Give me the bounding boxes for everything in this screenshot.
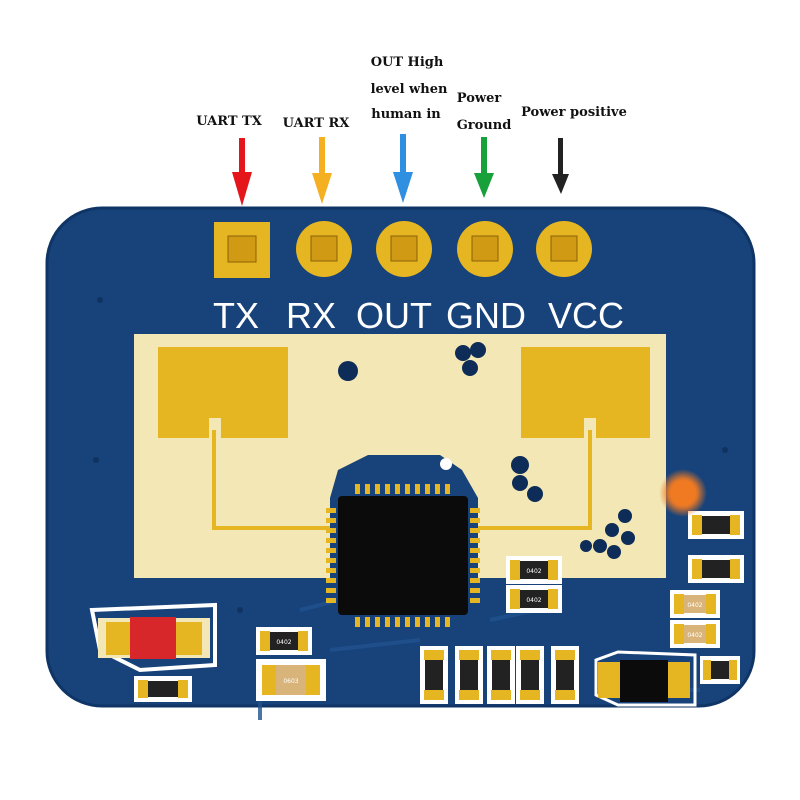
- annotation-gnd-line1: Power: [457, 91, 502, 106]
- resistor-r5: [688, 511, 744, 539]
- resistor-r3: 0402: [506, 585, 562, 613]
- antenna-patch-left: [158, 347, 288, 438]
- silk-tx: TX: [213, 295, 259, 336]
- annotation-vcc: Power positive: [521, 105, 627, 120]
- down-arrow-icon: [474, 137, 494, 198]
- capacitor-c2: 0402: [670, 590, 720, 618]
- annotation-out-line3: human in: [371, 107, 441, 122]
- pin-arrows: [232, 134, 569, 206]
- r5-marking: 0402: [687, 602, 702, 609]
- pin-gnd: [457, 221, 513, 277]
- r1-marking: 0402: [276, 639, 291, 646]
- r6-marking: 0402: [687, 632, 702, 639]
- silk-rx: RX: [286, 295, 336, 336]
- down-arrow-icon: [552, 138, 569, 194]
- resistor-v4: [516, 646, 544, 704]
- c1-marking: 0603: [283, 678, 298, 685]
- led-red: [130, 617, 176, 659]
- r3-marking: 0402: [526, 597, 541, 604]
- ic-chip-icon: [326, 484, 480, 627]
- resistor-r1: 0402: [256, 627, 312, 655]
- resistor-r6: [688, 555, 744, 583]
- resistor-br: [700, 656, 740, 684]
- diode: [594, 650, 697, 707]
- led-component: [89, 602, 217, 673]
- silk-out: OUT: [356, 295, 432, 336]
- resistor-v5: [551, 646, 579, 704]
- pin1-marker: [440, 458, 452, 470]
- capacitor-c3: 0402: [670, 620, 720, 648]
- feed-line-right: [468, 430, 592, 530]
- status-led: [670, 480, 696, 506]
- resistor-v2: [455, 646, 483, 704]
- vias: [338, 342, 635, 559]
- annotation-uart-tx: UART TX: [196, 114, 262, 129]
- pin-annotations: UART TX UART RX OUT High level when huma…: [196, 55, 627, 133]
- r2-marking: 0402: [526, 568, 541, 575]
- down-arrow-icon: [232, 138, 252, 206]
- chip-body: [338, 496, 468, 615]
- antenna-patch-right: [521, 347, 650, 438]
- annotation-gnd-line2: Ground: [457, 118, 512, 133]
- pin-vcc: [536, 221, 592, 277]
- header-pins: [214, 221, 592, 278]
- pin-rx: [296, 221, 352, 277]
- pcb-board: TX RX OUT GND VCC: [45, 206, 756, 720]
- annotation-uart-rx: UART RX: [283, 116, 351, 131]
- silk-vcc: VCC: [548, 295, 624, 336]
- resistor-row: [420, 646, 579, 704]
- annotation-out-line1: OUT High: [371, 55, 444, 70]
- down-arrow-icon: [312, 137, 332, 204]
- resistor-r-led: [134, 676, 192, 702]
- small-vias: [93, 297, 728, 613]
- silkscreen-labels: TX RX OUT GND VCC: [213, 295, 624, 336]
- silk-gnd: GND: [446, 295, 526, 336]
- capacitor-c1: 0603: [256, 659, 326, 701]
- pin-tx: [214, 222, 270, 278]
- pin-out: [376, 221, 432, 277]
- resistor-v1: [420, 646, 448, 704]
- feed-line-left: [212, 430, 345, 530]
- down-arrow-icon: [393, 134, 413, 203]
- resistor-v3: [487, 646, 515, 704]
- resistor-r2: 0402: [506, 556, 562, 584]
- annotation-out-line2: level when: [371, 82, 448, 97]
